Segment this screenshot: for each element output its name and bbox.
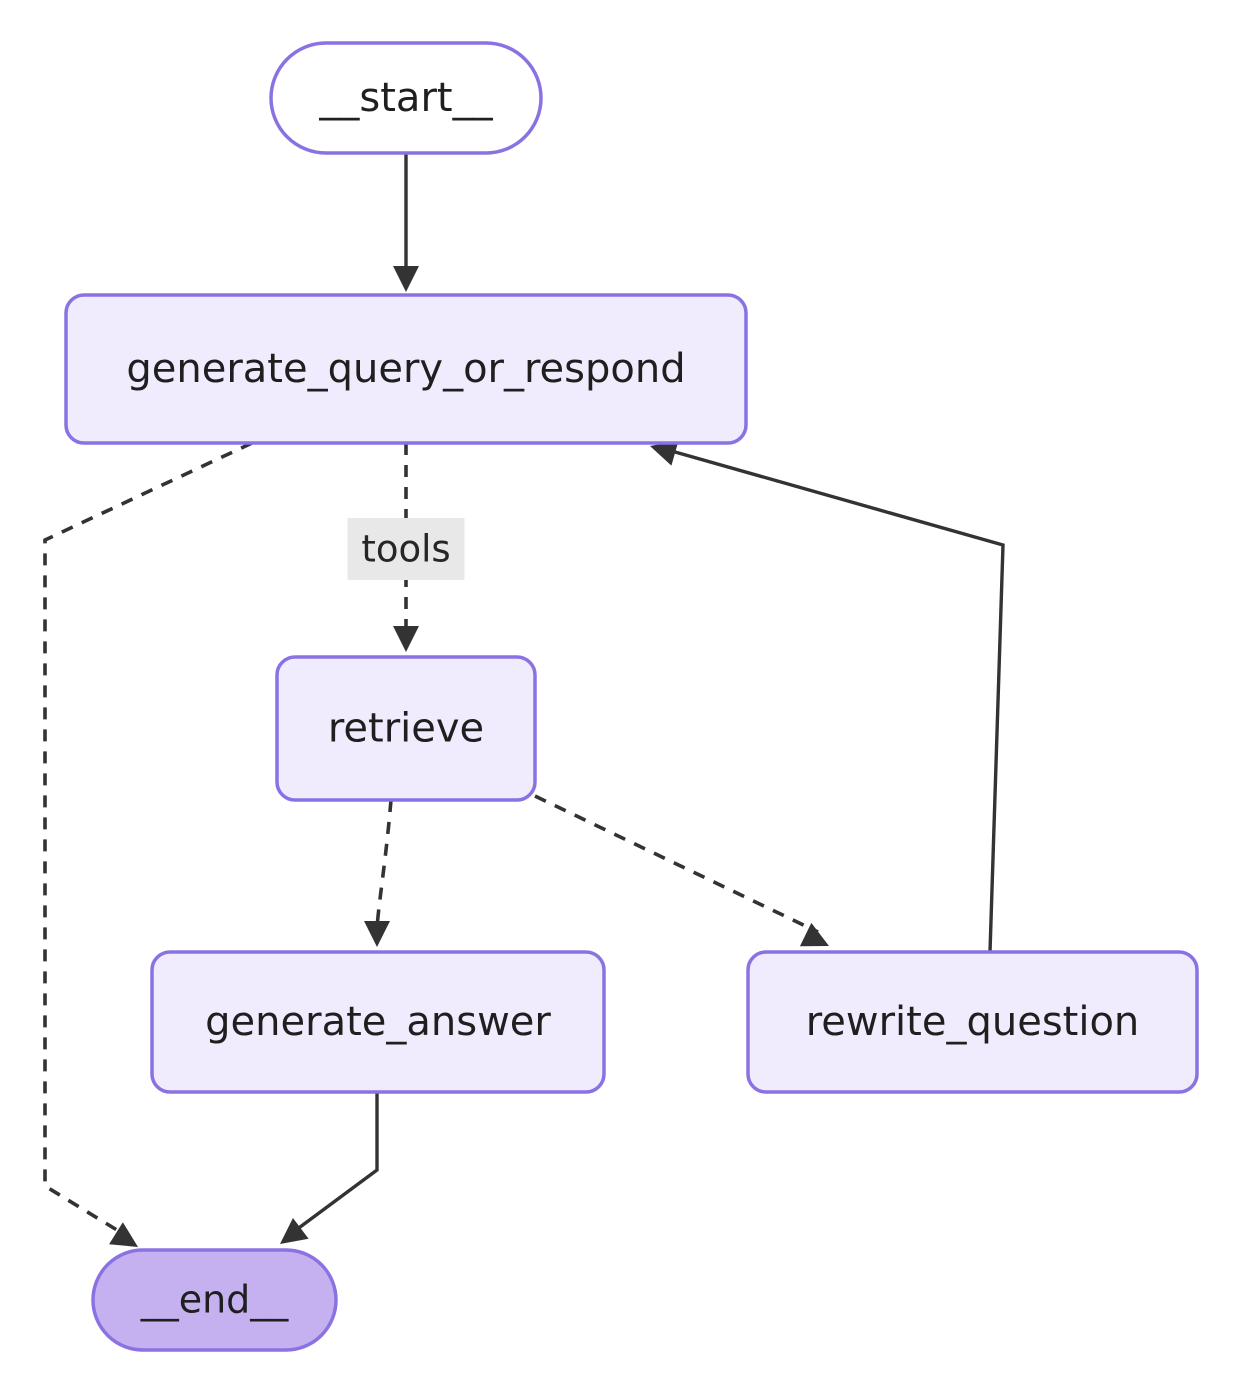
edge-label-text: tools (361, 528, 450, 571)
edge-line (290, 1092, 379, 1235)
edge-arrowhead (280, 1217, 309, 1244)
edge-rewrite-to-generate (650, 440, 1005, 953)
edge-line (667, 448, 1005, 953)
edge-start-to-generate (393, 153, 419, 292)
node-generate_answer[interactable]: generate_answer (150, 950, 606, 1094)
edge-line (43, 441, 253, 1240)
node-shape[interactable] (64, 293, 748, 445)
edge-generate-to-end (43, 441, 253, 1247)
edge-labels-layer: tools (347, 518, 465, 580)
edge-generate-answer-to-end (280, 1092, 379, 1244)
node-label: retrieve (328, 706, 484, 752)
node-label: generate_query_or_respond (126, 346, 685, 392)
node-shape[interactable] (91, 1248, 338, 1352)
node-shape[interactable] (746, 950, 1199, 1094)
node-start[interactable]: __start__ (269, 41, 543, 155)
edge-arrowhead (364, 921, 390, 947)
node-retrieve[interactable]: retrieve (275, 655, 537, 802)
edge-arrowhead (393, 266, 419, 292)
edge-retrieve-to-rewrite (534, 794, 829, 947)
node-label: __start__ (318, 75, 493, 121)
node-rewrite_question[interactable]: rewrite_question (746, 950, 1199, 1094)
edge-label-generate-to-retrieve: tools (347, 518, 465, 580)
edge-line (534, 794, 819, 934)
edge-retrieve-to-generate-answer (364, 799, 393, 947)
edge-arrowhead (799, 922, 829, 947)
node-shape[interactable] (150, 950, 606, 1094)
node-generate_query_or_respond[interactable]: generate_query_or_respond (64, 293, 748, 445)
node-label: generate_answer (205, 999, 551, 1045)
edge-label-background (347, 518, 465, 580)
node-label: rewrite_question (806, 999, 1140, 1045)
nodes-layer: __start__ generate_query_or_respondretrie… (64, 41, 1199, 1352)
node-shape[interactable] (269, 41, 543, 155)
edge-arrowhead (650, 440, 679, 466)
node-end[interactable]: __end__ (91, 1248, 338, 1352)
edge-arrowhead (109, 1222, 138, 1247)
node-label: __end__ (140, 1278, 290, 1322)
edge-arrowhead (393, 626, 419, 652)
node-shape[interactable] (275, 655, 537, 802)
edge-line (375, 799, 393, 929)
